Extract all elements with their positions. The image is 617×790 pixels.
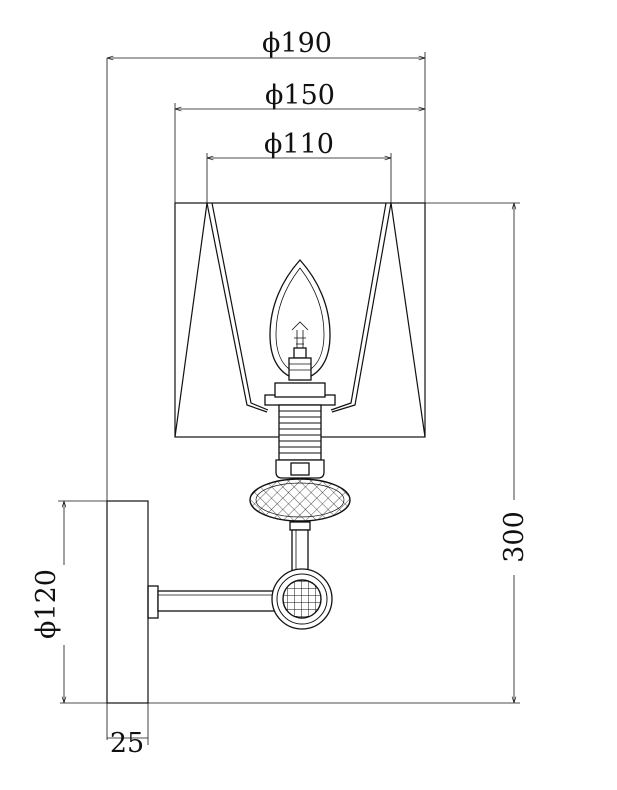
- dimension-mid-diameter: ϕ150: [174, 80, 425, 203]
- dimension-backplate-depth: 25: [107, 703, 149, 759]
- bottom-diameter-label: ϕ110: [264, 129, 334, 160]
- mid-diameter-label: ϕ150: [265, 80, 335, 111]
- dimension-height: 300: [60, 202, 530, 704]
- wall-backplate: [106, 500, 149, 704]
- top-diameter-label: ϕ190: [262, 28, 332, 59]
- candle-bulb: [269, 259, 331, 381]
- height-label: 300: [499, 511, 530, 563]
- crystal-ornament: [249, 478, 351, 531]
- joint-knuckle: [271, 568, 333, 630]
- wall-arm: [147, 585, 281, 619]
- dimension-backplate-diameter: ϕ120: [31, 500, 148, 703]
- bulb-socket: [264, 382, 336, 479]
- backplate-diameter-label: ϕ120: [31, 569, 62, 639]
- dimension-bottom-diameter: ϕ110: [206, 129, 392, 203]
- backplate-depth-label: 25: [110, 728, 144, 759]
